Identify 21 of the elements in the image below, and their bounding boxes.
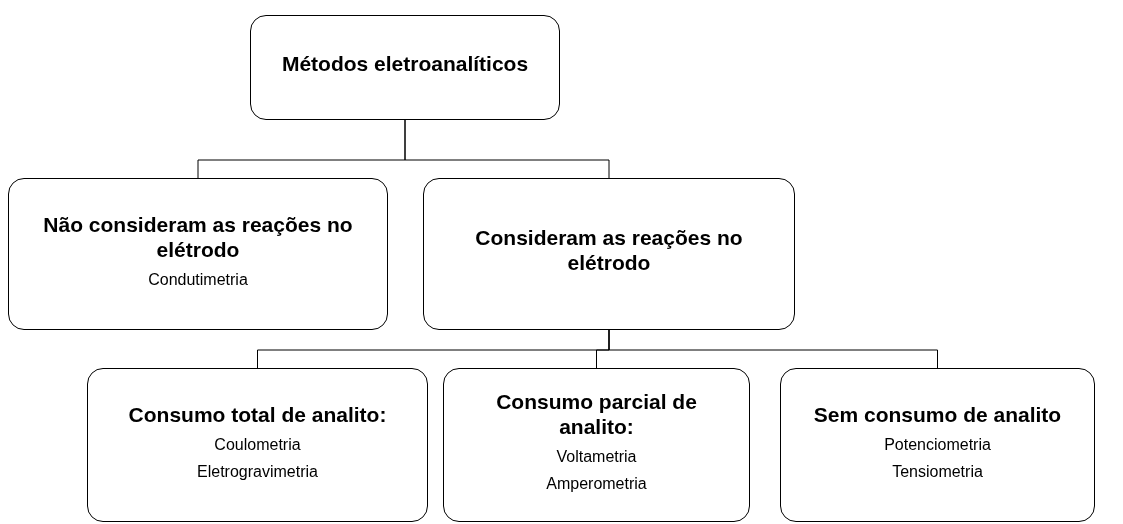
method-name: Amperometria	[546, 474, 647, 493]
box-heading: Não consideram as reações no elétrodo	[42, 211, 354, 262]
box-heading: Métodos eletroanalíticos	[281, 51, 529, 76]
method-name: Eletrogravimetria	[197, 461, 318, 481]
category-box	[250, 15, 560, 120]
connector-line	[404, 119, 610, 179]
method-name: Tensiometria	[892, 461, 983, 481]
method-name: Voltametria	[556, 447, 637, 466]
box-heading: Consumo parcial de analito:	[495, 389, 698, 439]
box-heading: Consideram as reações no elétrodo	[474, 225, 744, 275]
category-box	[780, 368, 1095, 522]
method-name: Coulometria	[214, 434, 301, 454]
box-heading: Sem consumo de analito	[813, 401, 1062, 427]
category-box	[8, 178, 388, 330]
category-box	[423, 178, 795, 330]
method-name: Potenciometria	[884, 434, 991, 454]
box-heading: Consumo total de analito:	[128, 401, 387, 427]
method-name: Condutimetria	[148, 269, 248, 289]
connector-line	[608, 329, 938, 369]
category-box	[443, 368, 750, 522]
category-box	[87, 368, 428, 522]
